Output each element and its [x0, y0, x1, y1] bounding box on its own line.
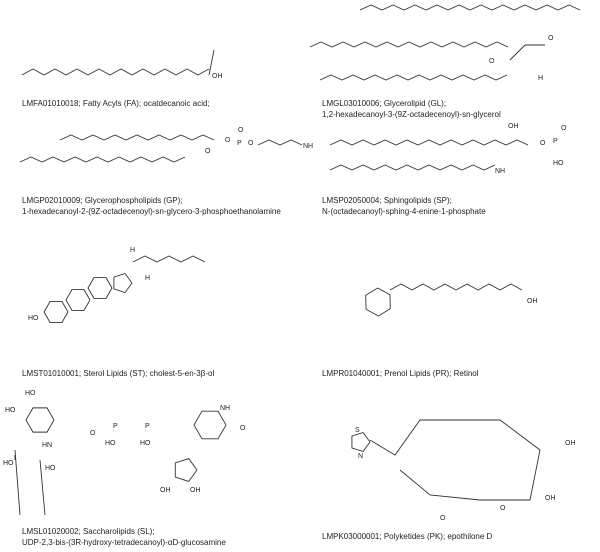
- uracil-ring: [193, 410, 227, 440]
- sterol-side-chain: [132, 255, 206, 263]
- atom-label: O: [540, 140, 546, 147]
- atom-label: H: [145, 275, 150, 282]
- atom-label: O: [489, 58, 495, 65]
- sterol-ring-a: [43, 301, 69, 323]
- bond: [509, 44, 545, 61]
- sterol-ring-c: [87, 277, 113, 299]
- atom-label: HO: [45, 465, 56, 472]
- atom-label: HO: [5, 407, 16, 414]
- caption-sterol: LMST01010001; Sterol Lipids (ST); choles…: [22, 369, 215, 378]
- retinol-chain: [389, 283, 523, 291]
- sp-chain-bottom: [329, 164, 496, 171]
- atom-label: P: [145, 423, 150, 430]
- atom-label: P: [553, 138, 558, 145]
- atom-label: P: [237, 140, 242, 147]
- caption-fatty-acyl: LMFA01010018; Fatty Acyls (FA); ocatdeca…: [22, 99, 210, 108]
- sp-chain-top: [329, 139, 529, 146]
- retinol-ring: [365, 287, 391, 317]
- thiazole-ring: [351, 431, 371, 453]
- atom-label: OH: [527, 298, 538, 305]
- fatty-acid-chain: [21, 68, 210, 76]
- sl-chain-2: [39, 459, 46, 516]
- atom-label: O: [225, 137, 231, 144]
- atom-label: NH: [495, 168, 505, 175]
- atom-label: OH: [508, 123, 519, 130]
- caption-prenol: LMPR01040001; Prenol Lipids (PR); Retino…: [322, 369, 479, 378]
- gp-chain-top: [59, 134, 215, 141]
- atom-label: HO: [553, 160, 564, 167]
- atom-label: OH: [545, 495, 556, 502]
- atom-label: P: [113, 423, 118, 430]
- atom-label: OH: [190, 487, 201, 494]
- ribose-ring: [174, 458, 198, 482]
- atom-label: O: [548, 35, 554, 42]
- atom-label: H: [538, 75, 543, 82]
- atom-label: H: [130, 247, 135, 254]
- caption-polyketide: LMPK03000001; Polyketides (PK); epothilo…: [322, 532, 493, 541]
- atom-label: HO: [28, 315, 39, 322]
- glucosamine-ring: [25, 407, 55, 433]
- gl-chain-bottom: [319, 74, 508, 81]
- caption-sphingolipid: LMSP02050004; Sphingolipids (SP);N-(octa…: [322, 196, 486, 216]
- atom-label: OH: [212, 73, 223, 80]
- atom-label: HO: [105, 440, 116, 447]
- macrolide-ring: [369, 419, 541, 501]
- sterol-ring-d: [113, 272, 133, 294]
- atom-label: O: [440, 515, 446, 522]
- sl-chain-1: [14, 449, 21, 516]
- sterol-ring-b: [65, 289, 91, 311]
- caption-glycerophospholipid: LMGP02010009; Glycerophospholipids (GP);…: [22, 196, 281, 216]
- atom-label: O: [248, 140, 254, 147]
- atom-label: S: [355, 427, 360, 434]
- atom-label: N: [358, 453, 363, 460]
- atom-label: HO: [3, 460, 14, 467]
- atom-label: O: [90, 430, 96, 437]
- atom-label: NH: [220, 405, 230, 412]
- gl-chain-middle: [309, 41, 509, 48]
- gl-chain-top: [359, 4, 581, 11]
- atom-label: O: [205, 148, 211, 155]
- atom-label: OH: [160, 487, 171, 494]
- atom-label: O: [561, 125, 567, 132]
- atom-label: OH: [565, 440, 576, 447]
- atom-label: O: [500, 505, 506, 512]
- bond: [257, 139, 303, 146]
- atom-label: O: [238, 127, 244, 134]
- caption-glycerolipid: LMGL03010006; Glycerolipid (GL);1,2-hexa…: [322, 99, 501, 119]
- bond: [208, 49, 215, 76]
- atom-label: HO: [25, 390, 36, 397]
- atom-label: HO: [140, 440, 151, 447]
- gp-chain-bottom: [19, 156, 186, 163]
- atom-label: O: [240, 425, 246, 432]
- caption-saccharolipid: LMSL01020002; Saccharolipids (SL);UDP-2,…: [22, 527, 226, 547]
- atom-label: HN: [42, 442, 52, 449]
- atom-label: NH: [303, 143, 313, 150]
